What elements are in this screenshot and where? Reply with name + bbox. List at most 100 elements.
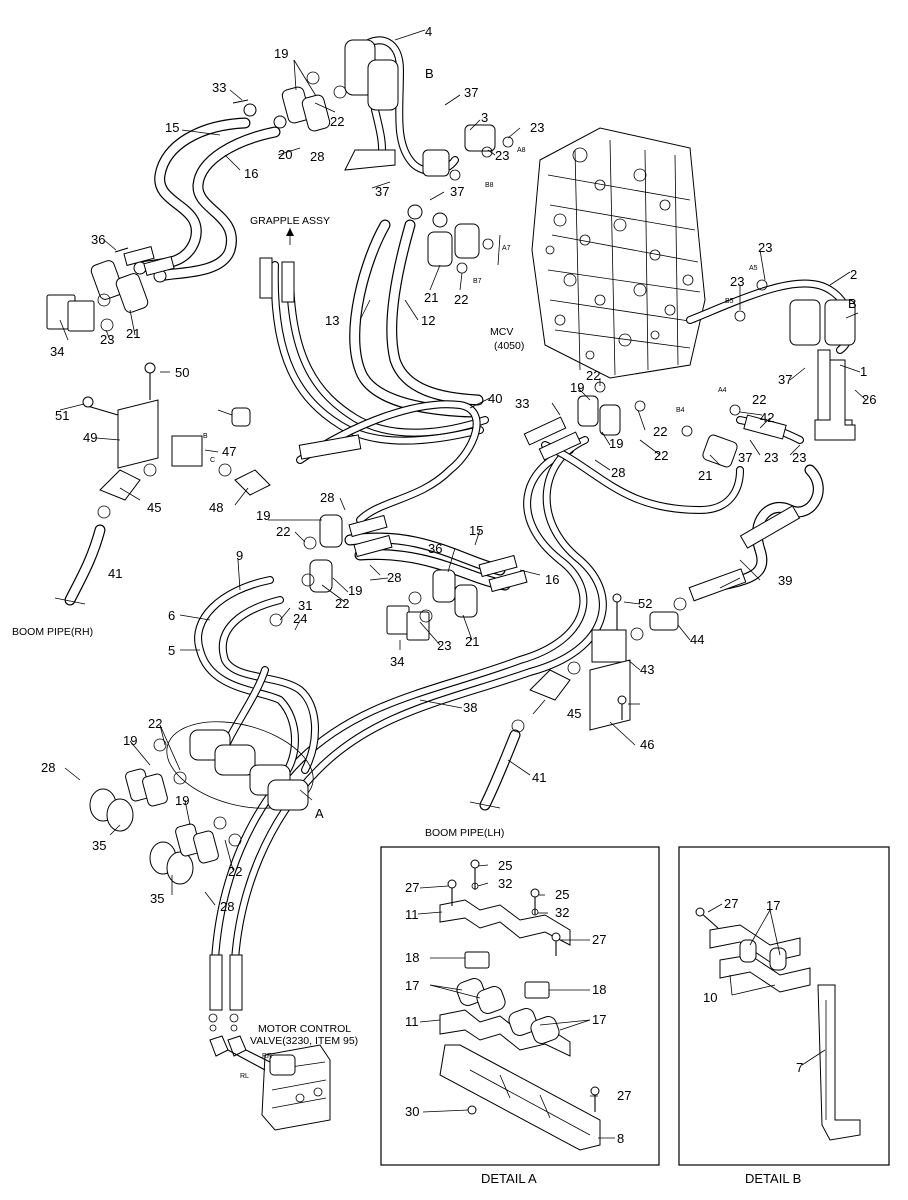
part-number-callout: 3 [481, 110, 488, 125]
detail-b-box [678, 846, 890, 1166]
part-number-callout: 37 [450, 184, 464, 199]
part-number-callout: 22 [454, 292, 468, 307]
part-number-callout: 27 [405, 880, 419, 895]
part-number-callout: 23 [495, 148, 509, 163]
port-label: B7 [473, 278, 482, 285]
part-number-callout: 22 [276, 524, 290, 539]
part-number-callout: 39 [778, 573, 792, 588]
port-label: A8 [517, 147, 526, 154]
part-number-callout: 37 [464, 85, 478, 100]
part-number-callout: 23 [792, 450, 806, 465]
part-number-callout: 22 [654, 448, 668, 463]
part-number-callout: 37 [375, 184, 389, 199]
part-number-callout: 27 [617, 1088, 631, 1103]
part-number-callout: 33 [212, 80, 226, 95]
grapple-assy-label: GRAPPLE ASSY [250, 215, 330, 227]
part-number-callout: 50 [175, 365, 189, 380]
leader-lines [59, 29, 867, 906]
part-number-callout: 11 [405, 1014, 419, 1029]
part-number-callout: 11 [405, 907, 419, 922]
detail-b-caption: DETAIL B [745, 1171, 801, 1186]
boom-pipe-lh-label: BOOM PIPE(LH) [425, 827, 504, 839]
part-number-callout: 30 [405, 1104, 419, 1119]
part-number-callout: 48 [209, 500, 223, 515]
part-number-callout: 33 [515, 396, 529, 411]
part-number-callout: 38 [463, 700, 477, 715]
part-number-callout: 13 [325, 313, 339, 328]
part-number-callout: 51 [55, 408, 69, 423]
part-number-callout: 35 [150, 891, 164, 906]
part-number-callout: 22 [752, 392, 766, 407]
detail-a-box [380, 846, 660, 1166]
part-number-callout: 7 [796, 1060, 803, 1075]
part-number-callout: 6 [168, 608, 175, 623]
part-number-callout: 8 [617, 1131, 624, 1146]
motor-control-label: MOTOR CONTROL [258, 1023, 351, 1035]
part-number-callout: 15 [469, 523, 483, 538]
part-number-callout: 22 [653, 424, 667, 439]
part-number-callout: 4 [425, 24, 432, 39]
part-number-callout: 19 [274, 46, 288, 61]
part-number-callout: 28 [310, 149, 324, 164]
repeated-callouts: 37 37 23 22 21 23 23 23 37 22 19 33 22 2… [41, 148, 806, 1103]
port-label: RL [240, 1073, 249, 1080]
part-number-callout: 27 [724, 896, 738, 911]
part-number-callout: 15 [165, 120, 179, 135]
part-number-callout: 52 [638, 596, 652, 611]
part-number-callout: 16 [244, 166, 258, 181]
arrow-up-icon [286, 228, 294, 236]
part-number-callout: 37 [778, 372, 792, 387]
part-number-callout: 21 [698, 468, 712, 483]
part-number-callout: 46 [640, 737, 654, 752]
part-number-callout: 23 [758, 240, 772, 255]
fittings [46, 39, 856, 1131]
part-number-callout: 34 [50, 344, 64, 359]
part-number-callout: 20 [278, 147, 292, 162]
part-number-callout: 21 [424, 290, 438, 305]
part-number-callout: 36 [428, 541, 442, 556]
part-number-callout: 22 [330, 114, 344, 129]
part-number-callout: 25 [555, 887, 569, 902]
part-number-callout: 35 [92, 838, 106, 853]
port-label: B5 [725, 298, 734, 305]
text-labels: GRAPPLE ASSY MCV (4050) BOOM PIPE(RH) BO… [12, 66, 857, 1186]
part-number-callout: 19 [348, 583, 362, 598]
part-number-callout: 23 [100, 332, 114, 347]
part-number-callout: 47 [222, 444, 236, 459]
port-label: C [210, 457, 215, 464]
part-number-callout: 42 [760, 410, 774, 425]
port-labels: A8 B8 A7 B7 A5 B5 A4 B4 B C RR RL [203, 147, 758, 1080]
part-number-callout: 2 [850, 267, 857, 282]
port-label: B8 [485, 182, 494, 189]
part-number-callout: 31 [298, 598, 312, 613]
part-number-callout: 32 [555, 905, 569, 920]
part-number-callout: 23 [764, 450, 778, 465]
part-number-callout: 22 [228, 864, 242, 879]
part-number-callout: 16 [545, 572, 559, 587]
part-number-callout: 45 [147, 500, 161, 515]
part-number-callout: 41 [532, 770, 546, 785]
part-number-callout: 19 [570, 380, 584, 395]
part-number-callout: 18 [592, 982, 606, 997]
part-number-callout: 34 [390, 654, 404, 669]
port-label: A7 [502, 245, 511, 252]
part-number-callout: 49 [83, 430, 97, 445]
detail-a-caption: DETAIL A [481, 1171, 537, 1186]
part-number-callout: 21 [126, 326, 140, 341]
port-label: A4 [718, 387, 727, 394]
part-number-callout: 32 [498, 876, 512, 891]
part-number-callout: 22 [335, 596, 349, 611]
part-number-callout: 37 [738, 450, 752, 465]
boom-pipe-rh-label: BOOM PIPE(RH) [12, 626, 93, 638]
part-number-callout: 43 [640, 662, 654, 677]
part-number-callout: 9 [236, 548, 243, 563]
part-number-callout: 23 [530, 120, 544, 135]
port-label: A5 [749, 265, 758, 272]
part-number-callout: 36 [91, 232, 105, 247]
part-number-callout: 17 [766, 898, 780, 913]
mcv-body [531, 127, 706, 379]
mcv-label: MCV [490, 326, 513, 338]
part-number-callout: 17 [405, 978, 419, 993]
part-number-callout: 23 [437, 638, 451, 653]
ref-b-top-label: B [425, 66, 434, 81]
